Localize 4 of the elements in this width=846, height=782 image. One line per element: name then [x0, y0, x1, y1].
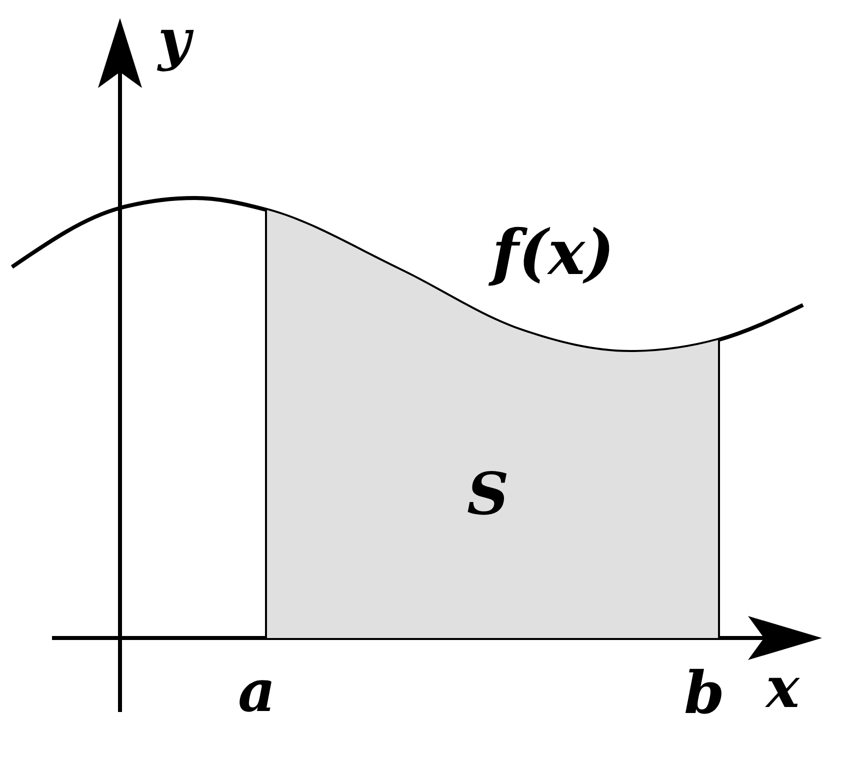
area-label: S — [467, 465, 509, 523]
axis-label: x — [766, 660, 800, 716]
bound-label: b — [684, 664, 725, 722]
bound-label: a — [238, 662, 276, 720]
